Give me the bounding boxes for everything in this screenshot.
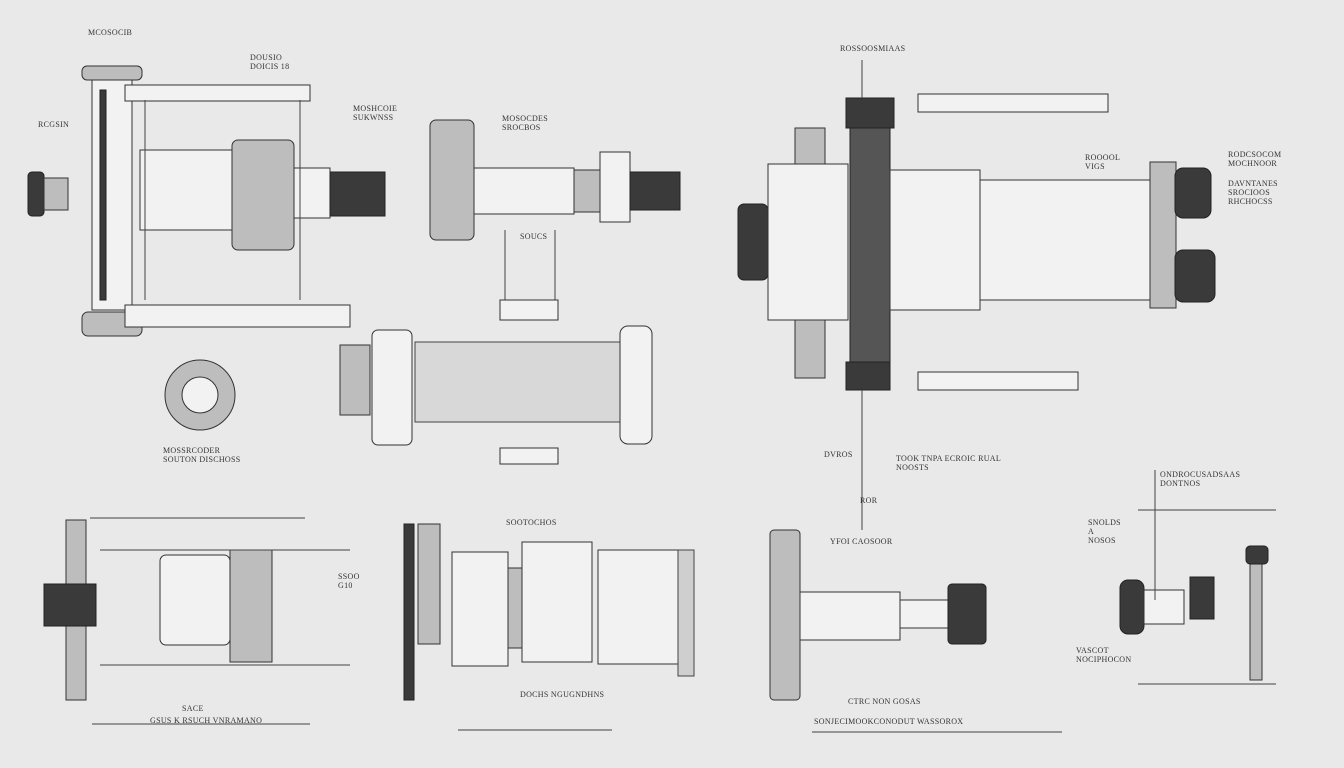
callout-label: DOUSIO DOICIS 18 xyxy=(250,53,290,71)
callout-label: ROSSOOSMIAAS xyxy=(840,44,906,53)
assembly-bottom-left xyxy=(43,517,350,725)
callout-label: SACE xyxy=(182,704,204,713)
callout-label: SONJECIMOOKCONODUT WASSOROX xyxy=(814,717,964,726)
callout-label: CTRC NON GOSAS xyxy=(848,697,921,706)
callout-label: GSUS K RSUCH VNRAMANO xyxy=(150,716,263,725)
callout-label: MCOSOCIB xyxy=(88,28,133,37)
callout-label: DAVNTANES SROCIOOS RHCHOCSS xyxy=(1228,179,1278,206)
callout-label: MOSHCOIE SUKWNSS xyxy=(353,104,398,122)
assembly-top-left xyxy=(27,65,386,431)
callout-label: DOCHS NGUGNDHNS xyxy=(520,690,605,699)
callout-label: DVROS xyxy=(824,450,853,459)
assembly-bottom-middle xyxy=(403,523,695,731)
callout-label: ONDROCUSADSAAS DONTNOS xyxy=(1160,470,1241,488)
callout-label: MOSOCDES SROCBOS xyxy=(502,114,548,132)
callout-label: SNOLDS A NOSOS xyxy=(1088,518,1121,545)
callout-label: RODCSOCOM MOCHNOOR xyxy=(1228,150,1282,168)
callout-label: ROOOOL VIGS xyxy=(1085,153,1121,171)
callout-label: RCGSIN xyxy=(38,120,70,129)
assembly-top-right xyxy=(737,60,1216,530)
callout-label: MOSSRCODER SOUTON DISCHOSS xyxy=(163,446,241,464)
callout-label: SSOO G10 xyxy=(338,572,360,590)
callout-label: SOOTOCHOS xyxy=(506,518,557,527)
assembly-filter xyxy=(339,325,653,465)
callout-label: TOOK TNPA ECROIC RUAL NOOSTS xyxy=(896,454,1002,472)
callout-label: SOUCS xyxy=(520,232,548,241)
assembly-bottom-far-right xyxy=(1119,470,1276,685)
assembly-bottom-right-center xyxy=(769,529,1062,733)
callout-label: ROR xyxy=(860,496,878,505)
callout-label: YFOI CAOSOOR xyxy=(830,537,893,546)
callout-label: VASCOT NOCIPHOCON xyxy=(1076,646,1132,664)
assembly-top-middle xyxy=(429,119,681,321)
